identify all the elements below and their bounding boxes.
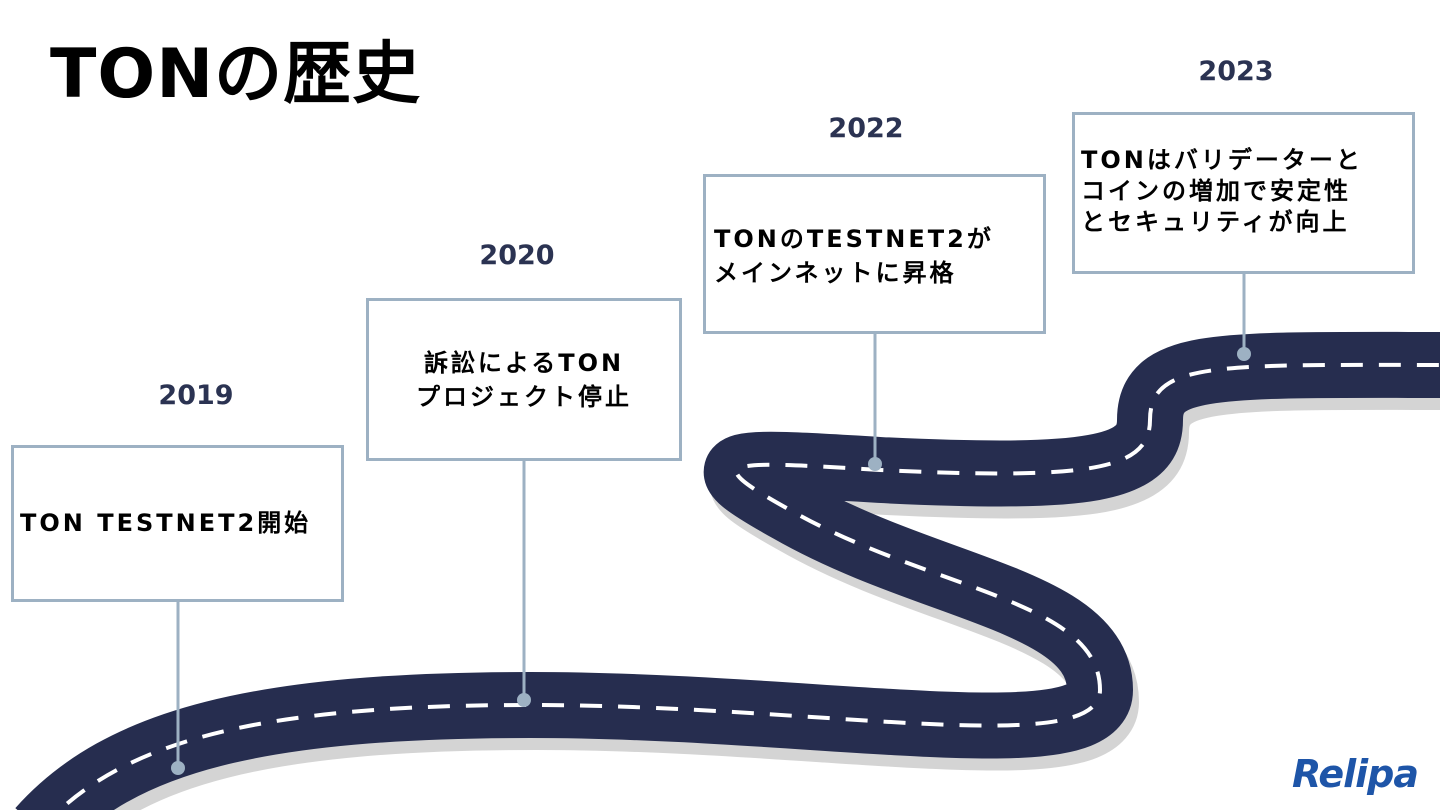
milestone-box-2022: TONのTESTNET2が メインネットに昇格 xyxy=(703,174,1046,334)
year-label-2020: 2020 xyxy=(479,240,555,271)
connector-2020 xyxy=(517,460,531,707)
page-title: TONの歴史 xyxy=(50,35,422,114)
milestone-text-2022: TONのTESTNET2が メインネットに昇格 xyxy=(714,225,994,287)
relipa-logo: Relipa xyxy=(1291,752,1419,796)
connector-2019 xyxy=(171,600,185,775)
milestone-box-2019: TON TESTNET2開始 xyxy=(11,445,344,602)
milestone-box-2023: TONはバリデーターと コインの増加で安定性 とセキュリティが向上 xyxy=(1072,112,1415,274)
connector-2023 xyxy=(1237,272,1251,361)
year-label-2023: 2023 xyxy=(1198,56,1274,87)
year-label-2019: 2019 xyxy=(158,380,234,411)
connector-2022 xyxy=(868,333,882,471)
milestone-text-2019: TON TESTNET2開始 xyxy=(20,508,312,537)
milestone-text-2020: 訴訟によるTON プロジェクト停止 xyxy=(416,349,632,411)
milestone-text-2023: TONはバリデーターと コインの増加で安定性 とセキュリティが向上 xyxy=(1081,146,1363,237)
milestone-box-2020: 訴訟によるTON プロジェクト停止 xyxy=(366,298,682,461)
year-label-2022: 2022 xyxy=(828,113,904,144)
